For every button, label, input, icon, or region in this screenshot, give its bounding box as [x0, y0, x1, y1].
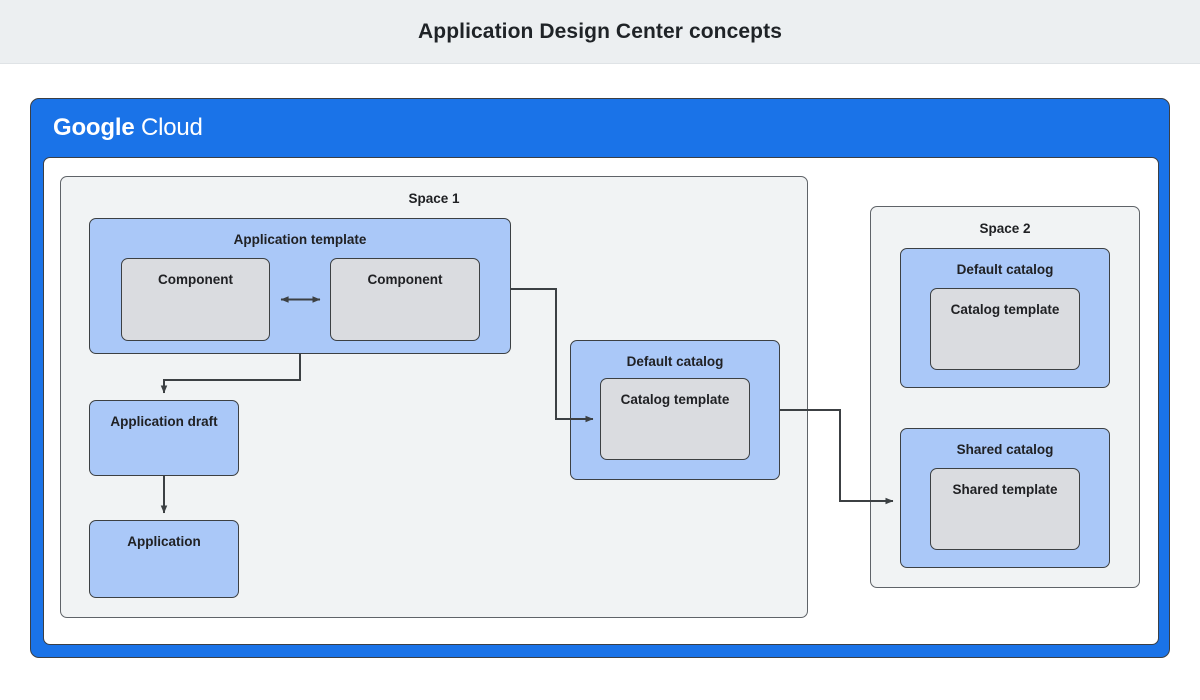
logo-cloud-text: Cloud	[140, 114, 203, 141]
node-application-draft[interactable]: Application draft	[89, 400, 239, 476]
node-component-left[interactable]: Component	[121, 258, 270, 341]
catalog-template-space2-label: Catalog template	[950, 302, 1060, 317]
space-2-label: Space 2	[979, 221, 1031, 236]
node-shared-template[interactable]: Shared template	[930, 468, 1080, 550]
shared-template-label: Shared template	[952, 482, 1058, 497]
component-right-label: Component	[367, 272, 443, 287]
application-label: Application	[127, 534, 201, 549]
catalog-template-space1-label: Catalog template	[620, 392, 730, 407]
application-template-label: Application template	[233, 232, 367, 247]
component-left-label: Component	[158, 272, 233, 287]
default-catalog-space1-label: Default catalog	[626, 354, 724, 369]
node-application[interactable]: Application	[89, 520, 239, 598]
node-catalog-template-space1[interactable]: Catalog template	[600, 378, 750, 460]
page-title: Application Design Center concepts	[418, 19, 782, 43]
space-1-label: Space 1	[408, 191, 460, 206]
node-catalog-template-space2[interactable]: Catalog template	[930, 288, 1080, 370]
default-catalog-space2-label: Default catalog	[956, 262, 1054, 277]
logo-google-text: Google	[53, 114, 135, 141]
node-component-right[interactable]: Component	[330, 258, 480, 341]
shared-catalog-label: Shared catalog	[956, 442, 1054, 457]
header-bar: Application Design Center concepts	[0, 0, 1200, 64]
application-draft-label: Application draft	[110, 414, 218, 429]
google-cloud-logo: Google Cloud	[53, 114, 203, 142]
